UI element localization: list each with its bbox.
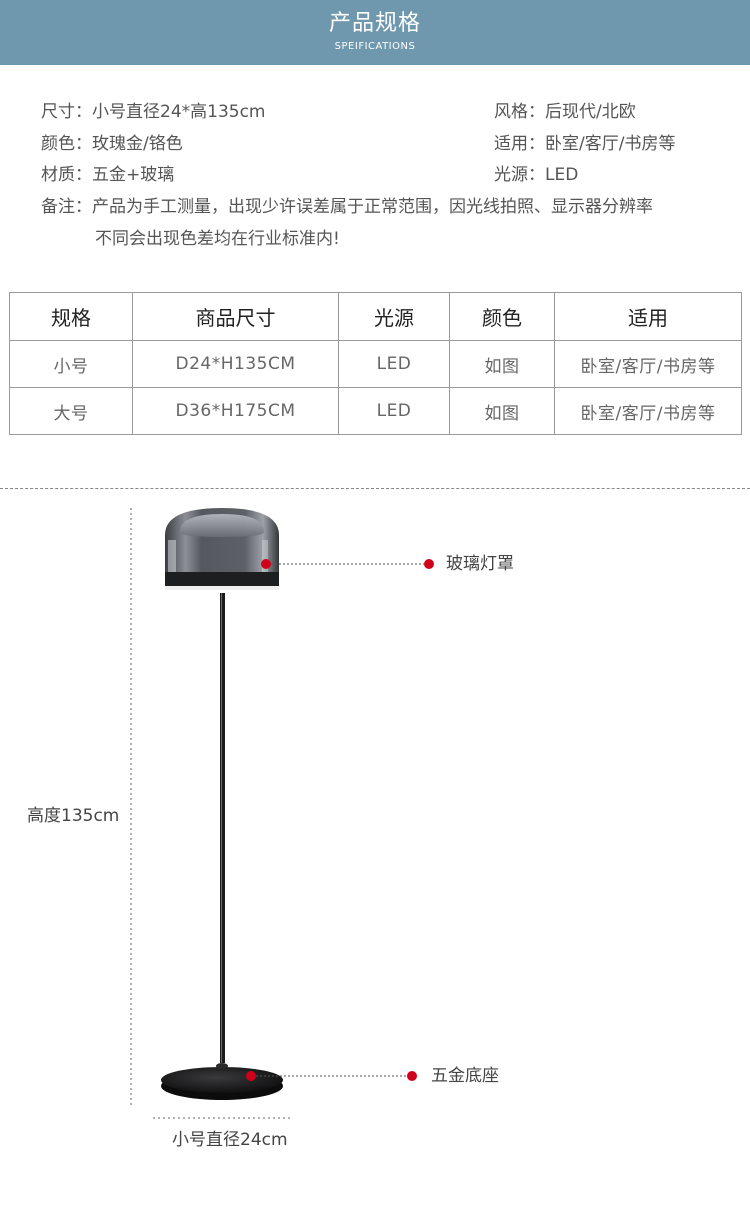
table-cell: LED bbox=[338, 340, 450, 388]
spec-material: 材质：五金+玻璃 bbox=[41, 165, 175, 185]
base-callout-dot bbox=[246, 1071, 256, 1081]
diameter-label: 小号直径24cm bbox=[172, 1130, 288, 1150]
table-cell: D36*H175CM bbox=[132, 387, 339, 435]
column-header-color: 颜色 bbox=[449, 292, 555, 341]
table-cell: 卧室/客厅/书房等 bbox=[554, 387, 742, 435]
spec-note: 备注：产品为手工测量，出现少许误差属于正常范围，因光线拍照、显示器分辨率 bbox=[41, 197, 653, 217]
spec-size: 尺寸：小号直径24*高135cm bbox=[41, 102, 266, 122]
table-row: 小号 D24*H135CM LED 如图 卧室/客厅/书房等 bbox=[9, 340, 742, 388]
spec-color: 颜色：玫瑰金/铬色 bbox=[41, 134, 183, 154]
lamp-pole bbox=[220, 593, 225, 1063]
spec-table: 规格 商品尺寸 光源 颜色 适用 小号 D24*H135CM LED 如图 卧室… bbox=[9, 292, 742, 435]
table-cell: 如图 bbox=[449, 340, 555, 388]
shade-callout-end-dot bbox=[424, 559, 434, 569]
floor-lamp-diagram bbox=[130, 508, 434, 1119]
spec-note-continued: 不同会出现色差均在行业标准内! bbox=[95, 229, 340, 249]
spec-style: 风格：后现代/北欧 bbox=[494, 102, 636, 122]
header-subtitle: SPEIFICATIONS bbox=[334, 41, 416, 52]
column-header-light: 光源 bbox=[338, 292, 450, 341]
height-label: 高度135cm bbox=[27, 806, 120, 826]
column-header-spec: 规格 bbox=[9, 292, 133, 341]
metal-base bbox=[161, 1063, 283, 1100]
glass-lamp-shade bbox=[165, 508, 279, 590]
column-header-usage: 适用 bbox=[554, 292, 742, 341]
header-title: 产品规格 bbox=[328, 11, 421, 36]
table-cell: 如图 bbox=[449, 387, 555, 435]
spec-light: 光源：LED bbox=[494, 165, 579, 185]
table-cell: 卧室/客厅/书房等 bbox=[554, 340, 742, 388]
shade-label: 玻璃灯罩 bbox=[446, 554, 514, 574]
table-header-row: 规格 商品尺寸 光源 颜色 适用 bbox=[9, 292, 742, 341]
dashed-divider bbox=[0, 488, 750, 489]
column-header-size: 商品尺寸 bbox=[132, 292, 339, 341]
table-row: 大号 D36*H175CM LED 如图 卧室/客厅/书房等 bbox=[9, 387, 742, 435]
table-cell: 大号 bbox=[9, 387, 133, 435]
shade-callout-dot bbox=[261, 559, 271, 569]
table-cell: LED bbox=[338, 387, 450, 435]
base-label: 五金底座 bbox=[431, 1066, 499, 1086]
base-callout-end-dot bbox=[407, 1071, 417, 1081]
table-cell: 小号 bbox=[9, 340, 133, 388]
spec-usage: 适用：卧室/客厅/书房等 bbox=[494, 134, 676, 154]
spec-header-banner: 产品规格 SPEIFICATIONS bbox=[0, 0, 750, 65]
table-cell: D24*H135CM bbox=[132, 340, 339, 388]
